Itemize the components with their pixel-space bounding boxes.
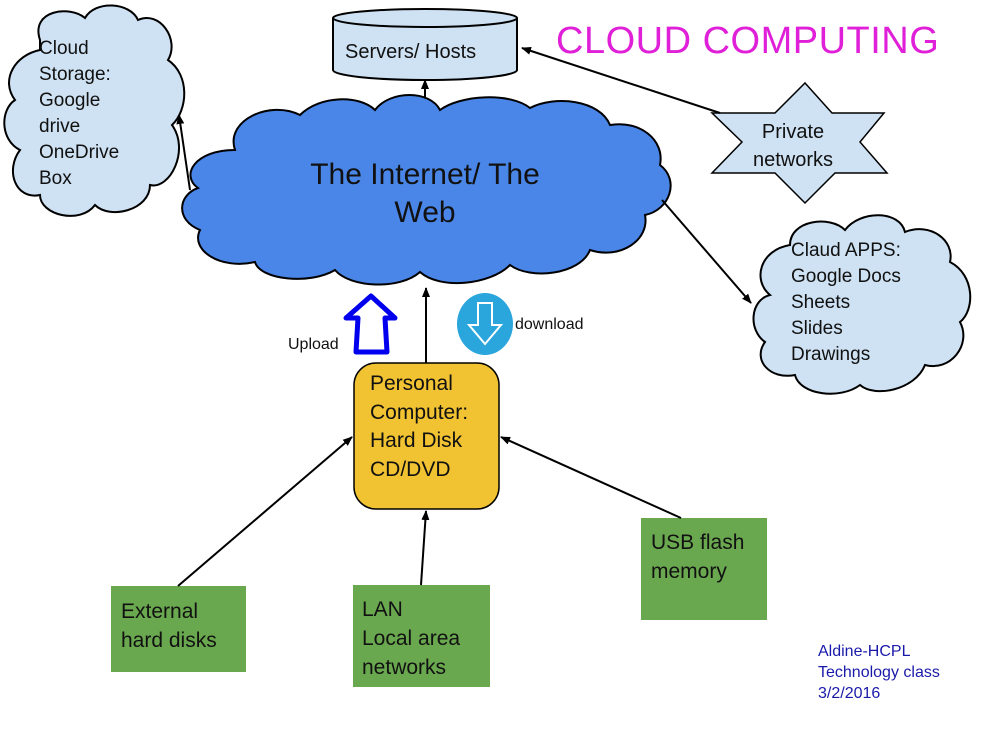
cloud-storage-shape: [3, 4, 186, 217]
cloud-apps-line: Drawings: [791, 344, 871, 365]
external-disks-line: hard disks: [121, 629, 217, 652]
cloud-apps-label: Claud APPS: Google Docs Sheets Slides Dr…: [791, 238, 901, 368]
download-label: download: [515, 316, 584, 333]
usb-line: memory: [651, 560, 727, 583]
private-networks-line: networks: [753, 149, 834, 171]
cloud-apps-line: Sheets: [791, 292, 851, 313]
edges: [176, 47, 752, 587]
download-arrow-icon: [457, 293, 513, 355]
cloud-apps-line: Google Docs: [791, 266, 901, 287]
credit-text: Aldine-HCPL Technology class 3/2/2016: [818, 641, 940, 704]
lan-box: [353, 585, 490, 687]
upload-arrow-icon: [343, 293, 398, 355]
usb-label: USB flash memory: [651, 528, 744, 586]
cloud-apps-line: Slides: [791, 318, 843, 339]
private-networks-label: Private networks: [753, 118, 833, 174]
personal-computer-label: Personal Computer: Hard Disk CD/DVD: [370, 370, 468, 484]
personal-computer-line: Computer:: [370, 400, 469, 424]
external-disks-line: External: [121, 600, 199, 623]
edge-private-networks-to-servers: [521, 47, 721, 114]
lan-line: Local area: [362, 627, 461, 650]
internet-label: The Internet/ The Web: [265, 156, 585, 232]
cloud-storage-line: OneDrive: [39, 142, 120, 163]
cloud-storage-line: Cloud: [39, 38, 89, 59]
cloud-apps-shape: [752, 214, 972, 395]
external-disks-label: External hard disks: [121, 597, 217, 655]
page-title: CLOUD COMPUTING: [556, 20, 940, 62]
cloud-apps-line: Claud APPS:: [791, 240, 901, 261]
servers-label: Servers/ Hosts: [345, 41, 477, 63]
usb-line: USB flash: [651, 531, 745, 554]
cloud-storage-line: Box: [39, 168, 72, 189]
cloud-storage-line: Storage:: [39, 64, 111, 85]
lan-line: networks: [362, 656, 447, 679]
cloud-storage-label: Cloud Storage: Google drive OneDrive Box: [39, 36, 119, 192]
personal-computer-line: Hard Disk: [370, 429, 463, 452]
cloud-storage-line: drive: [39, 116, 81, 137]
credit-line: 3/2/2016: [818, 685, 881, 702]
external-disks-box: [111, 586, 246, 672]
usb-box: [641, 518, 767, 620]
edge-usb-to-pc: [500, 436, 682, 519]
cloud-storage-line: Google: [39, 90, 101, 111]
edge-lan-to-pc: [420, 510, 430, 586]
lan-label: LAN Local area networks: [362, 595, 460, 682]
edge-external-disks-to-pc: [177, 436, 353, 587]
internet-cloud-shape: [181, 94, 672, 286]
edge-internet-to-cloud-storage: [176, 114, 191, 191]
personal-computer-line: CD/DVD: [370, 457, 451, 481]
edge-internet-to-cloud-apps: [661, 199, 752, 304]
credit-line: Technology class: [818, 664, 940, 681]
servers-cylinder: [332, 8, 518, 81]
upload-label: Upload: [288, 336, 339, 353]
internet-line: The Internet/ The: [310, 158, 540, 191]
private-networks-line: Private: [761, 121, 825, 143]
private-networks-star: [710, 81, 889, 205]
lan-line: LAN: [362, 598, 403, 621]
credit-line: Aldine-HCPL: [818, 643, 911, 660]
internet-line: Web: [394, 196, 456, 229]
personal-computer-line: Personal: [370, 372, 453, 395]
